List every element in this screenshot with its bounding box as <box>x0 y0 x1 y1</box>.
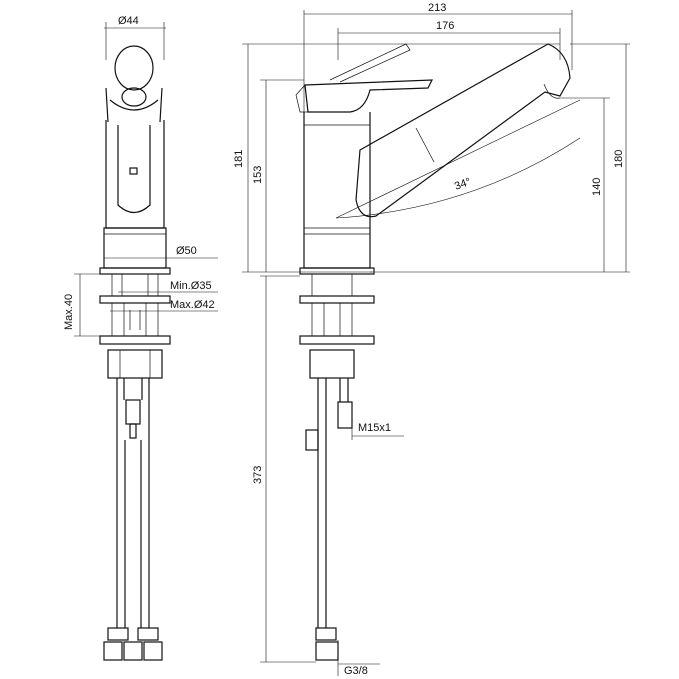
side-lock-plate <box>299 335 375 345</box>
side-fixing-nut <box>309 349 355 379</box>
front-lever-knob <box>114 45 154 91</box>
dim-overall-reach: 213 <box>303 2 573 112</box>
side-deck-top <box>299 267 375 275</box>
front-hose-nut-2 <box>123 641 143 661</box>
side-lever-open <box>329 43 411 83</box>
label-spout-outlet-height: 140 <box>591 178 603 196</box>
label-deck-thickness: Max.40 <box>63 294 75 330</box>
front-inlet-nipple <box>129 423 137 439</box>
front-lever-ring <box>121 87 147 107</box>
side-hose-inlet <box>339 378 349 402</box>
dim-body-height: 153 <box>252 79 304 272</box>
side-mount-plate <box>299 295 375 304</box>
dim-thread-hose: G3/8 <box>337 640 380 677</box>
front-hose-fitting-2 <box>137 627 159 641</box>
front-hose-nut-3 <box>143 641 163 661</box>
label-hose-length: 373 <box>252 466 264 484</box>
side-hose-fitting <box>315 627 337 641</box>
dim-front-dia-base: Ø50 <box>104 245 218 259</box>
front-view: Ø44 Ø50 Min.Ø35 Max.Ø42 Max.40 <box>63 15 218 661</box>
side-body <box>303 112 371 269</box>
side-hose <box>317 378 327 628</box>
front-lever-curve <box>109 99 159 111</box>
label-overall-reach: 213 <box>428 2 446 14</box>
front-deck-top <box>99 267 171 275</box>
label-spout-angle: 34° <box>453 176 473 193</box>
label-spout-tip-height: 180 <box>613 150 625 168</box>
dim-front-hole: Min.Ø35 Max.Ø42 <box>110 280 218 312</box>
label-dia-top: Ø44 <box>118 15 139 27</box>
front-hose-nut-1 <box>103 641 123 661</box>
side-spout-tip <box>543 83 561 99</box>
dim-spout-angle: 34° <box>335 99 581 219</box>
label-dia-base: Ø50 <box>176 245 197 257</box>
side-spout <box>355 43 571 218</box>
side-lever <box>304 79 433 113</box>
label-thread-inlet: M15x1 <box>358 422 391 434</box>
front-mount-plate <box>99 295 171 304</box>
dim-front-dia-top: Ø44 <box>104 15 166 60</box>
front-lever-sides <box>105 87 163 123</box>
dim-spout-reach: 176 <box>337 20 561 60</box>
front-lock-plate <box>99 335 171 345</box>
dim-thread-inlet: M15x1 <box>351 416 404 440</box>
front-hose-upper <box>123 378 143 400</box>
side-view: 213 176 181 153 140 180 <box>233 2 630 677</box>
front-hose-right <box>140 378 150 628</box>
label-thread-hose: G3/8 <box>344 665 368 677</box>
side-check-valve <box>305 429 319 451</box>
front-spout-outline <box>117 125 151 214</box>
label-overall-height: 181 <box>233 150 245 168</box>
front-hose-left <box>116 378 126 628</box>
side-lever-cap <box>295 84 309 113</box>
label-body-height: 153 <box>252 166 264 184</box>
label-hole-max: Max.Ø42 <box>170 299 215 311</box>
dim-overall-height: 181 <box>233 43 560 273</box>
front-hose-fitting-1 <box>107 627 129 641</box>
label-spout-reach: 176 <box>436 20 454 32</box>
side-hose-nut <box>315 641 339 661</box>
dim-front-deck: Max.40 <box>63 273 100 337</box>
front-fixing-nut <box>107 349 163 379</box>
front-aerator <box>129 167 138 175</box>
front-inlet-connector <box>125 399 141 425</box>
dim-spout-heights: 140 180 <box>370 43 630 273</box>
side-inlet-connector <box>337 401 353 429</box>
dim-hose-length: 373 <box>252 275 316 663</box>
label-hole-min: Min.Ø35 <box>170 280 212 292</box>
side-spout-joint <box>415 127 435 163</box>
